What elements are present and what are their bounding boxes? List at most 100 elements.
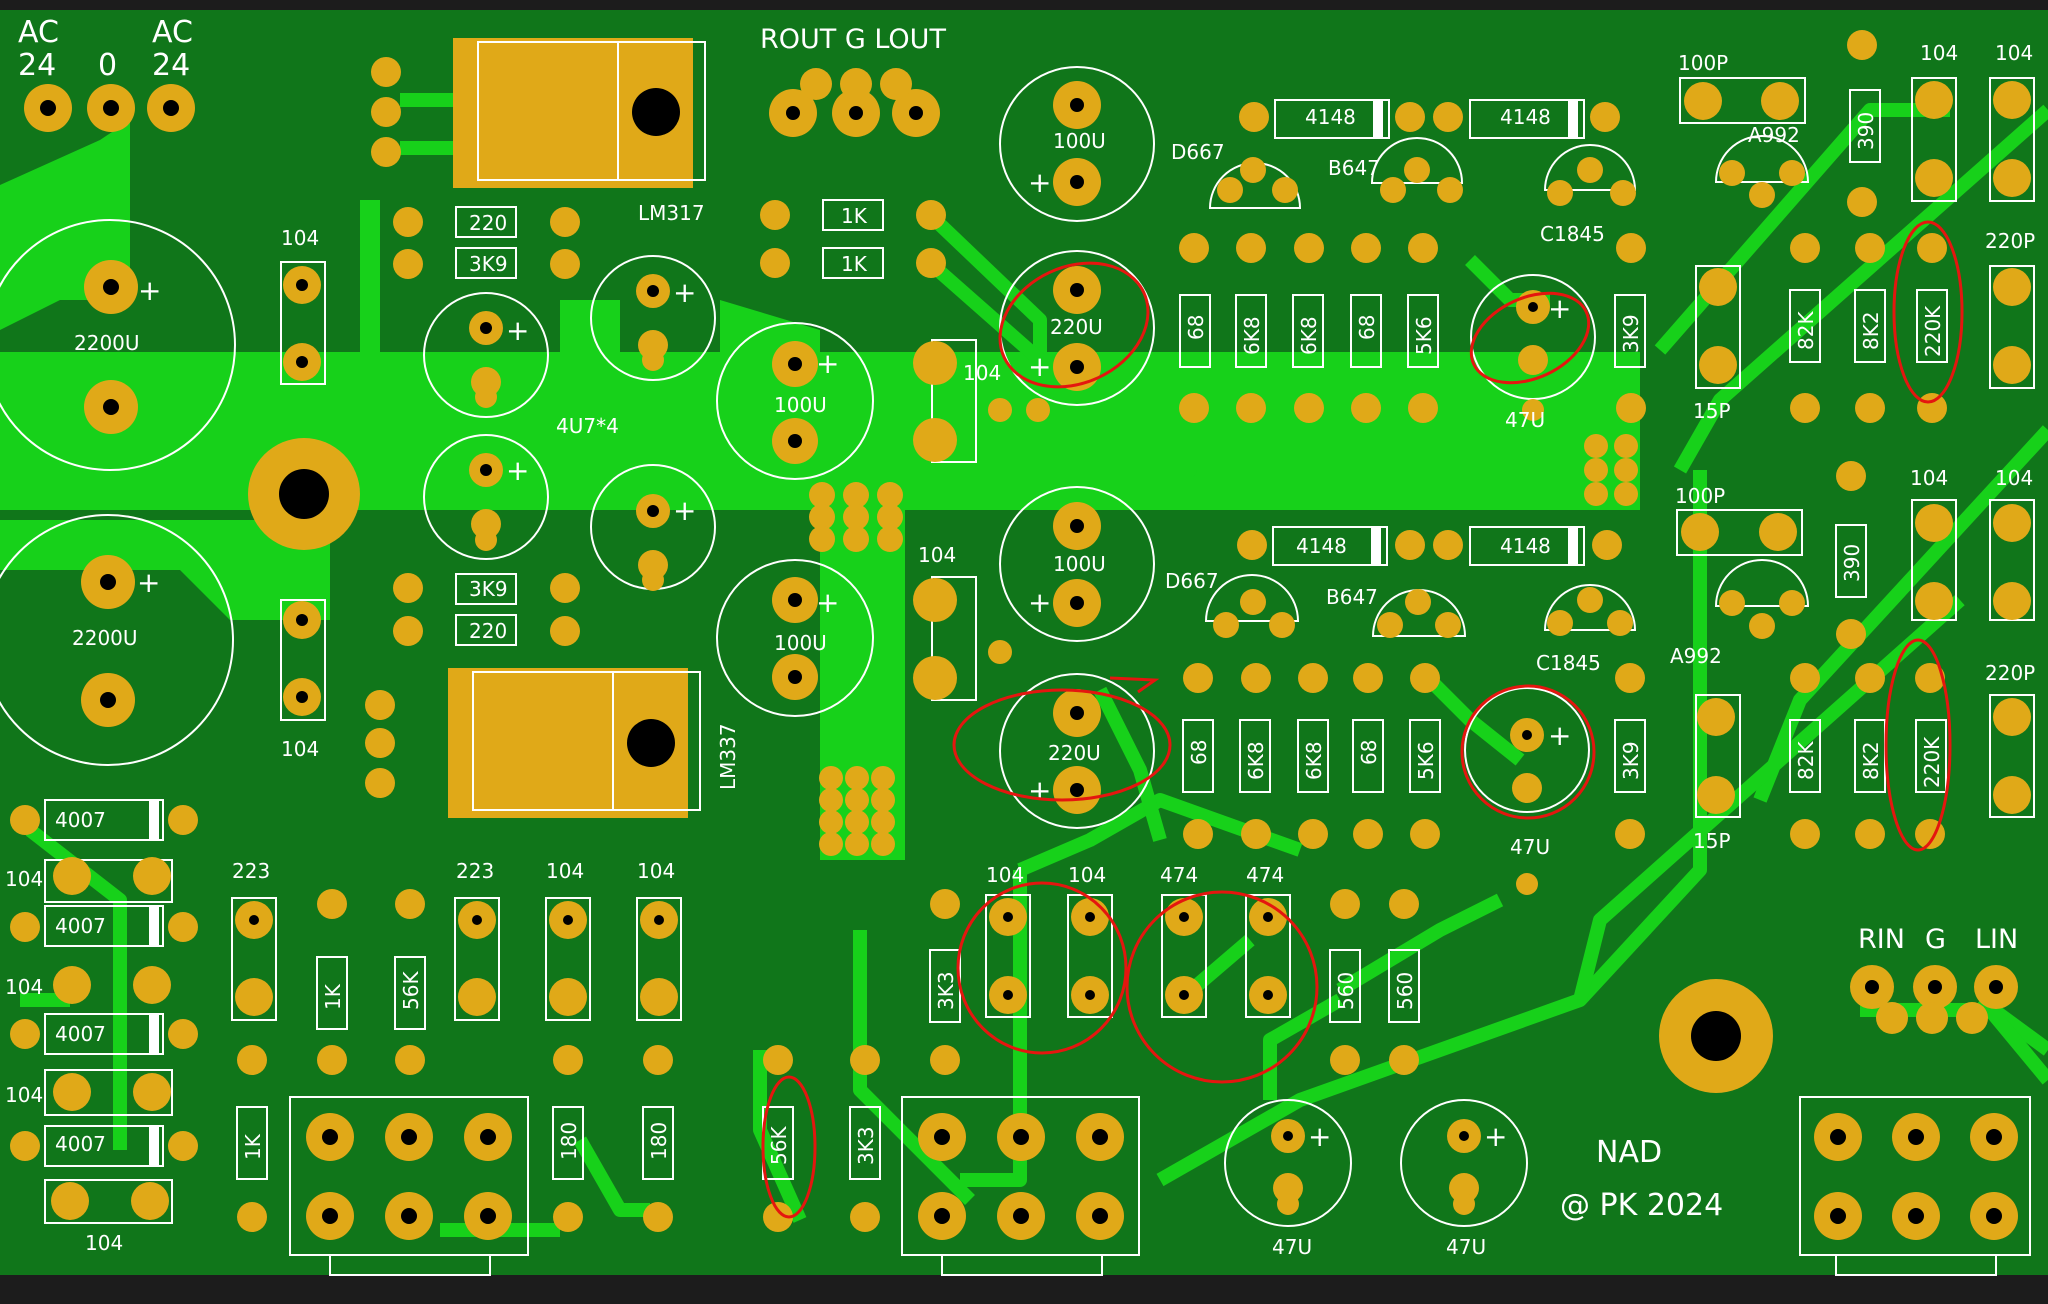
svg-text:180: 180 [647,1122,671,1160]
svg-text:+: + [137,566,160,599]
svg-text:+: + [506,454,529,487]
svg-text:100U: 100U [774,393,827,417]
svg-text:104: 104 [918,543,956,567]
svg-text:+: + [1308,1120,1331,1153]
svg-text:6K8: 6K8 [1240,316,1264,355]
svg-text:LM337: LM337 [716,723,740,790]
svg-text:560: 560 [1334,972,1358,1010]
svg-text:68: 68 [1355,315,1379,340]
regulator-lm317 [453,38,706,188]
svg-text:8K2: 8K2 [1859,311,1883,350]
svg-text:104: 104 [1920,41,1958,65]
copyright-label: @ PK 2024 [1560,1188,1723,1223]
svg-text:24: 24 [18,48,56,83]
svg-text:1K: 1K [321,983,345,1010]
polarity-marks: ++ ++ ++ ++ ++ ++ ++ ++ [137,166,1571,1153]
svg-text:390: 390 [1840,544,1864,582]
svg-text:4007: 4007 [55,1132,106,1156]
svg-text:220: 220 [469,619,507,643]
svg-text:104: 104 [5,975,43,999]
svg-text:68: 68 [1184,315,1208,340]
svg-text:104: 104 [546,859,584,883]
svg-text:+: + [1028,586,1051,619]
svg-text:LM317: LM317 [638,201,705,225]
svg-text:+: + [1028,350,1051,383]
svg-text:104: 104 [5,1083,43,1107]
svg-text:+: + [1028,166,1051,199]
svg-text:220K: 220K [1921,305,1945,357]
svg-text:+: + [138,274,161,307]
component-outlines [44,77,2035,1276]
svg-text:1K: 1K [241,1133,265,1160]
svg-text:15P: 15P [1693,399,1731,423]
svg-text:220K: 220K [1920,736,1944,788]
svg-text:8K2: 8K2 [1859,741,1883,780]
svg-text:220P: 220P [1985,229,2035,253]
svg-text:5K6: 5K6 [1412,316,1436,355]
svg-text:104: 104 [85,1231,123,1255]
svg-text:47U: 47U [1510,835,1550,859]
svg-text:C1845: C1845 [1540,222,1605,246]
highlight-marks [761,220,1964,1219]
svg-text:68: 68 [1357,740,1381,765]
svg-text:100U: 100U [1053,129,1106,153]
svg-text:+: + [506,314,529,347]
brand-label: NAD [1596,1135,1662,1170]
svg-text:6K8: 6K8 [1297,316,1321,355]
svg-text:104: 104 [986,863,1024,887]
svg-text:3K3: 3K3 [854,1126,878,1165]
svg-text:56K: 56K [399,971,423,1010]
svg-text:A992: A992 [1748,123,1800,147]
svg-text:104: 104 [1910,466,1948,490]
svg-text:15P: 15P [1693,829,1731,853]
svg-text:AC: AC [152,15,193,50]
svg-text:104: 104 [637,859,675,883]
svg-text:104: 104 [5,867,43,891]
svg-text:180: 180 [557,1122,581,1160]
svg-text:AC: AC [18,15,59,50]
svg-text:2200U: 2200U [72,626,138,650]
svg-text:D667: D667 [1165,569,1219,593]
svg-text:47U: 47U [1272,1235,1312,1259]
svg-text:+: + [1028,774,1051,807]
svg-text:220U: 220U [1050,315,1103,339]
svg-text:560: 560 [1393,972,1417,1010]
svg-text:B647: B647 [1328,156,1380,180]
svg-text:5K6: 5K6 [1414,741,1438,780]
svg-text:G: G [1925,924,1946,955]
svg-text:3K3: 3K3 [934,971,958,1010]
svg-text:56K: 56K [767,1126,791,1165]
svg-text:100U: 100U [774,631,827,655]
svg-text:4007: 4007 [55,808,106,832]
svg-text:3K9: 3K9 [1619,741,1643,780]
svg-text:+: + [673,276,696,309]
svg-text:100U: 100U [1053,552,1106,576]
drill-holes [40,98,2003,1224]
svg-text:+: + [1548,719,1571,752]
mounting-holes [248,438,1773,1093]
svg-text:390: 390 [1854,112,1878,150]
svg-text:RIN: RIN [1858,924,1905,955]
svg-text:3K9: 3K9 [1619,314,1643,353]
capacitor-outlines [0,66,1596,1227]
svg-text:100P: 100P [1678,51,1728,75]
svg-text:47U: 47U [1505,408,1545,432]
svg-text:2200U: 2200U [74,331,140,355]
output-header-label: ROUT G LOUT [760,24,946,55]
svg-text:223: 223 [456,859,494,883]
svg-text:D667: D667 [1171,140,1225,164]
svg-text:6K8: 6K8 [1244,741,1268,780]
svg-text:A992: A992 [1670,644,1722,668]
svg-text:1K: 1K [841,204,868,228]
svg-text:24: 24 [152,48,190,83]
svg-text:+: + [1484,1120,1507,1153]
svg-text:474: 474 [1246,863,1284,887]
svg-text:104: 104 [1995,41,2033,65]
svg-text:104: 104 [281,226,319,250]
svg-text:104: 104 [1995,466,2033,490]
svg-text:4007: 4007 [55,914,106,938]
svg-text:82K: 82K [1794,311,1818,350]
